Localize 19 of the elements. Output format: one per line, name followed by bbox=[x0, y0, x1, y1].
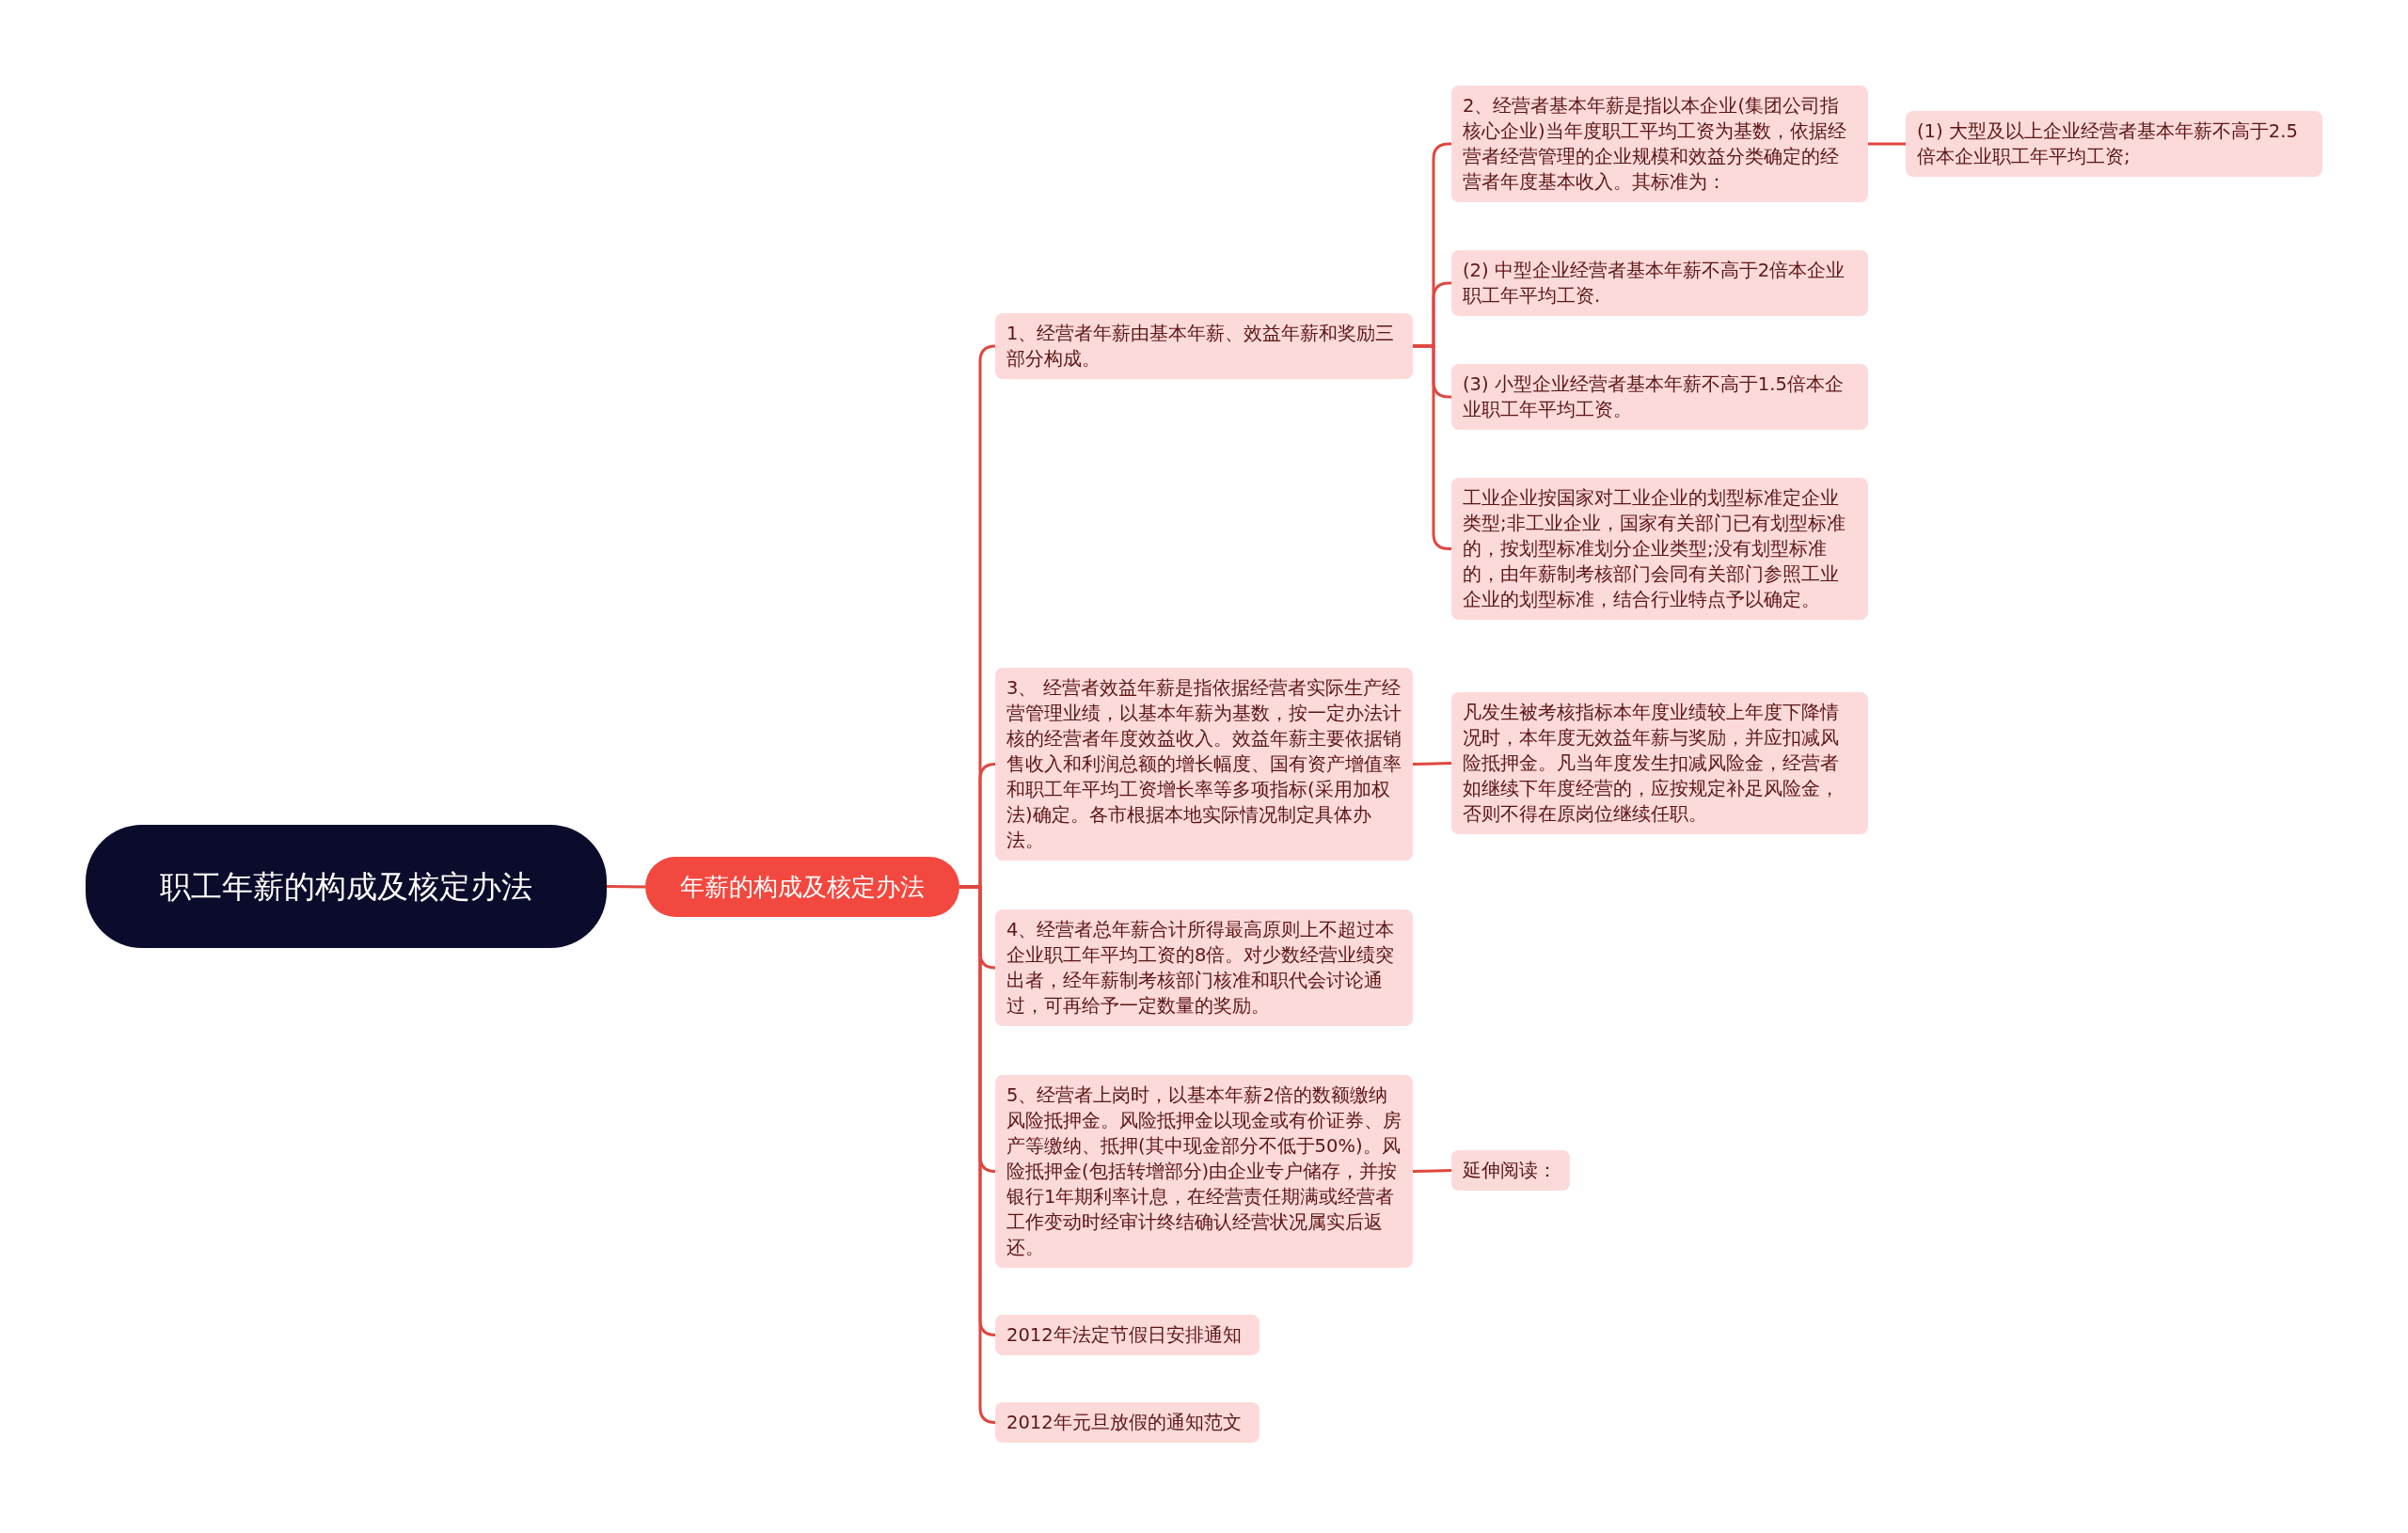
connector-line bbox=[1412, 1169, 1452, 1173]
topic-box: 工业企业按国家对工业企业的划型标准定企业类型;非工业企业，国家有关部门已有划型标准的，按划型标准划分企业类型;没有划型标准的，由年薪制考核部门会同有关部门参照工业企业的划型标准，结合行业特点予以确定。 bbox=[1451, 478, 1868, 620]
topic-box: 2012年元旦放假的通知范文 bbox=[995, 1402, 1259, 1443]
topic-box: 4、经营者总年薪合计所得最高原则上不超过本企业职工年平均工资的8倍。对少数经营业绩突出者，经年薪制考核部门核准和职代会讨论通过，可再给予一定数量的奖励。 bbox=[995, 909, 1413, 1026]
connector-line bbox=[1412, 762, 1452, 766]
topic-box: (1) 大型及以上企业经营者基本年薪不高于2.5倍本企业职工年平均工资; bbox=[1906, 111, 2322, 177]
topic-box: 延伸阅读： bbox=[1451, 1150, 1570, 1191]
main-topic: 年薪的构成及核定办法 bbox=[645, 857, 959, 917]
topic-box: 凡发生被考核指标本年度业绩较上年度下降情况时，本年度无效益年薪与奖励，并应扣减风险抵押金。凡当年度发生扣减风险金，经营者如继续下年度经营的，应按规定补足风险金，否则不得在原岗位继续任职。 bbox=[1451, 692, 1868, 834]
connector-line bbox=[1868, 142, 1906, 146]
root-topic: 职工年薪的构成及核定办法 bbox=[86, 825, 607, 948]
topic-box: 1、经营者年薪由基本年薪、效益年薪和奖励三部分构成。 bbox=[995, 313, 1413, 379]
topic-box: 2、经营者基本年薪是指以本企业(集团公司指核心企业)当年度职工平均工资为基数，依据经营者经营管理的企业规模和效益分类确定的经营者年度基本收入。其标准为： bbox=[1451, 86, 1868, 202]
topic-box: (3) 小型企业经营者基本年薪不高于1.5倍本企业职工年平均工资。 bbox=[1451, 364, 1868, 430]
topic-box: 5、经营者上岗时，以基本年薪2倍的数额缴纳风险抵押金。风险抵押金以现金或有价证券、房产等缴纳、抵押(其中现金部分不低于50%)。风险抵押金(包括转增部分)由企业专户储存，并按银行1年期利率计息，在经营责任期满或经营者工作变动时经审计终结确认经营状况属实后返还。 bbox=[995, 1075, 1413, 1268]
topic-box: 2012年法定节假日安排通知 bbox=[995, 1315, 1259, 1355]
topic-box: 3、 经营者效益年薪是指依据经营者实际生产经营管理业绩，以基本年薪为基数，按一定办法计核的经营者年度效益收入。效益年薪主要依据销售收入和利润总额的增长幅度、国有资产增值率和职工年平均工资增长率等多项指标(采用加权法)确定。各市根据本地实际情况制定具体办法。 bbox=[995, 668, 1413, 861]
connector-line bbox=[606, 885, 646, 889]
topic-box: (2) 中型企业经营者基本年薪不高于2倍本企业职工年平均工资. bbox=[1451, 250, 1868, 316]
